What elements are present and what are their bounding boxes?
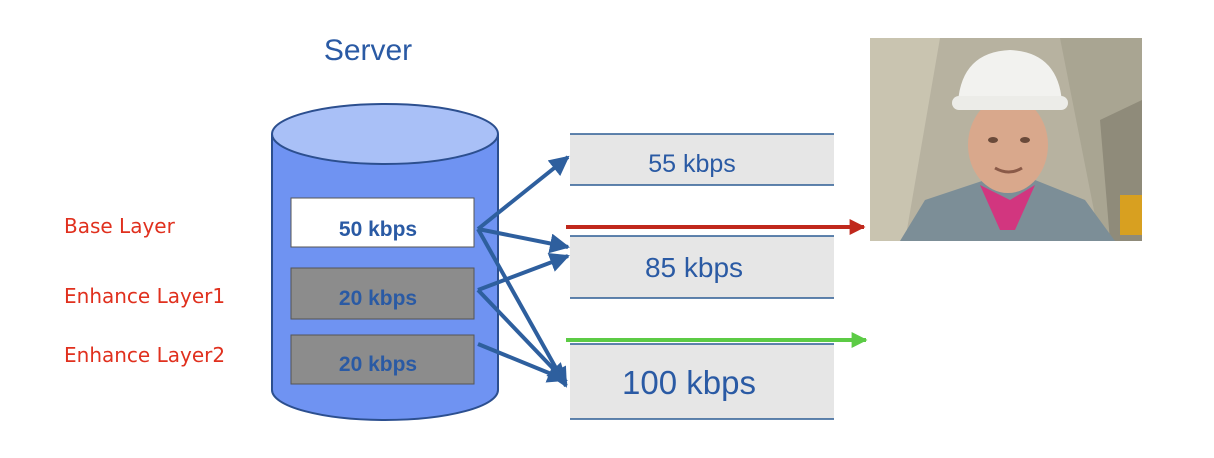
arrow-enh1-to-85 bbox=[477, 253, 570, 292]
arrow-base-to-85 bbox=[477, 227, 570, 254]
video-frame-higher-quality bbox=[870, 241, 1142, 444]
enhance-layer1-rate: 20 kbps bbox=[339, 287, 417, 310]
server-title: Server bbox=[324, 34, 412, 67]
arrow-enh2-to-100 bbox=[477, 342, 568, 383]
base-layer-box: 50 kbps bbox=[290, 197, 475, 248]
video-frame-low-quality bbox=[870, 38, 1142, 241]
base-layer-label: Base Layer bbox=[64, 214, 176, 238]
channel-85-label: 85 kbps bbox=[645, 252, 743, 283]
channel-55: 55 kbps bbox=[570, 133, 834, 186]
arrow-base-to-100 bbox=[476, 228, 568, 388]
channel-55-label: 55 kbps bbox=[648, 150, 736, 178]
enhance-layer1-label: Enhance Layer1 bbox=[64, 284, 225, 308]
channel-85: 85 kbps bbox=[570, 235, 834, 299]
enhance-layer2-box: 20 kbps bbox=[290, 334, 475, 385]
enhance-layer1-box: 20 kbps bbox=[290, 267, 475, 320]
layer-to-channel-arrows bbox=[476, 155, 570, 388]
enhance-layer2-rate: 20 kbps bbox=[339, 353, 417, 376]
arrow-base-to-55 bbox=[476, 155, 570, 231]
channel-100-label: 100 kbps bbox=[622, 364, 756, 401]
base-layer-rate: 50 kbps bbox=[339, 218, 417, 241]
enhance-layer2-label: Enhance Layer2 bbox=[64, 343, 225, 367]
channel-100: 100 kbps bbox=[570, 343, 834, 420]
